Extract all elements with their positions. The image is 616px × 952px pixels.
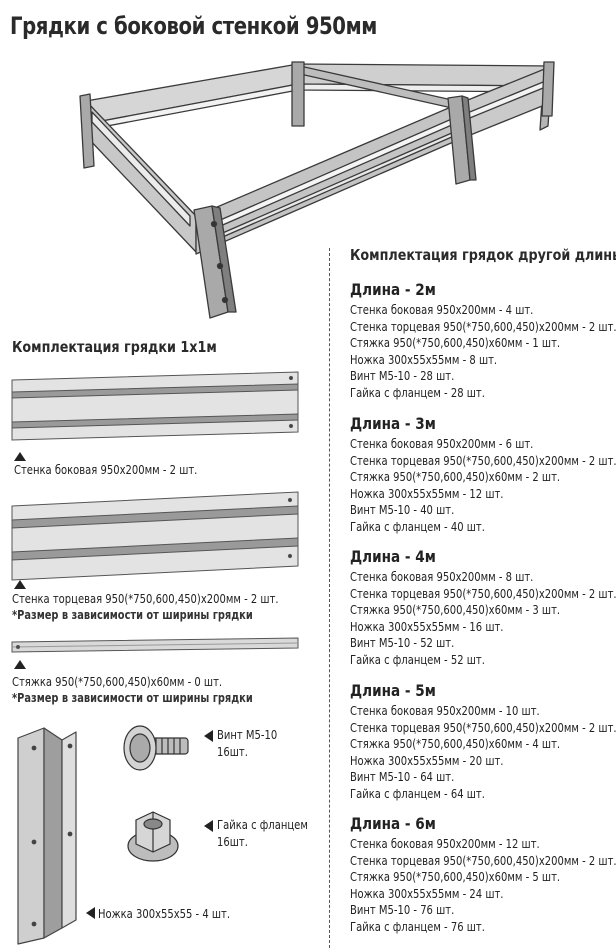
list-item: Гайка с фланцем - 28 шт. xyxy=(350,384,485,400)
length-group-4m: Длина - 4м Стенка боковая 950х200мм - 8 … xyxy=(350,547,616,668)
pointer-arrow-icon xyxy=(14,580,26,589)
nut-name: Гайка с фланцем xyxy=(217,817,308,832)
length-group-2m: Длина - 2м Стенка боковая 950х200мм - 4 … xyxy=(350,280,616,401)
list-item: Винт М5-10 - 40 шт. xyxy=(350,502,455,517)
list-item: Гайка с фланцем - 40 шт. xyxy=(350,518,485,534)
length-title: Длина - 3м xyxy=(350,414,436,433)
end-wall-panel xyxy=(11,491,299,581)
length-group-5m: Длина - 5м Стенка боковая 950х200мм - 10… xyxy=(350,681,616,802)
garden-bed-illustration xyxy=(79,61,555,319)
section-divider xyxy=(329,248,330,948)
list-item: Стенка боковая 950х200мм - 4 шт. xyxy=(350,302,534,317)
end-wall-note: *Размер в зависимости от ширины грядки xyxy=(12,608,253,622)
length-title: Длина - 6м xyxy=(350,814,436,833)
length-title: Длина - 4м xyxy=(350,547,436,566)
list-item: Гайка с фланцем - 64 шт. xyxy=(350,785,485,801)
list-item: Стенка торцевая 950(*750,600,450)х200мм … xyxy=(350,585,616,601)
side-wall-caption: Стенка боковая 950х200мм - 2 шт. xyxy=(14,462,198,477)
list-item: Стенка торцевая 950(*750,600,450)х200мм … xyxy=(350,318,616,334)
list-item: Ножка 300х55х55мм - 24 шт. xyxy=(350,885,504,901)
list-item: Стенка боковая 950х200мм - 12 шт. xyxy=(350,836,540,851)
leg-post xyxy=(17,727,77,945)
list-item: Гайка с фланцем - 76 шт. xyxy=(350,918,485,934)
list-item: Стяжка 950(*750,600,450)х60мм - 3 шт. xyxy=(350,602,561,617)
list-item: Винт М5-10 - 28 шт. xyxy=(350,368,455,383)
kit-heading: Комплектация грядки 1х1м xyxy=(12,338,217,356)
page-title: Грядки с боковой стенкой 950мм xyxy=(10,12,377,40)
list-item: Ножка 300х55х55мм - 12 шт. xyxy=(350,485,504,501)
end-wall-caption: Стенка торцевая 950(*750,600,450)х200мм … xyxy=(12,591,279,606)
length-group-3m: Длина - 3м Стенка боковая 950х200мм - 6 … xyxy=(350,414,616,535)
other-lengths-heading: Комплектация грядок другой длины xyxy=(350,246,616,264)
list-item: Винт М5-10 - 76 шт. xyxy=(350,902,455,917)
leg-caption: Ножка 300х55х55 - 4 шт. xyxy=(98,906,231,921)
list-item: Стенка торцевая 950(*750,600,450)х200мм … xyxy=(350,852,616,868)
list-item: Стенка торцевая 950(*750,600,450)х200мм … xyxy=(350,719,616,735)
nut-qty: 16шт. xyxy=(217,834,248,849)
list-item: Ножка 300х55х55мм - 20 шт. xyxy=(350,752,504,768)
list-item: Гайка с фланцем - 52 шт. xyxy=(350,651,485,667)
tie-bar xyxy=(11,637,299,653)
pointer-arrow-icon xyxy=(204,820,213,832)
list-item: Стенка боковая 950х200мм - 6 шт. xyxy=(350,436,534,451)
screw-name: Винт М5-10 xyxy=(217,727,278,742)
side-wall-panel xyxy=(11,371,299,441)
pointer-arrow-icon xyxy=(86,907,95,919)
pointer-arrow-icon xyxy=(14,452,26,461)
pointer-arrow-icon xyxy=(204,730,213,742)
list-item: Стенка боковая 950х200мм - 8 шт. xyxy=(350,569,534,584)
list-item: Ножка 300х55х55мм - 8 шт. xyxy=(350,351,498,367)
list-item: Винт М5-10 - 64 шт. xyxy=(350,769,455,784)
list-item: Стяжка 950(*750,600,450)х60мм - 5 шт. xyxy=(350,869,561,884)
list-item: Винт М5-10 - 52 шт. xyxy=(350,635,455,650)
list-item: Стенка боковая 950х200мм - 10 шт. xyxy=(350,703,540,718)
nut-icon xyxy=(127,811,179,862)
pointer-arrow-icon xyxy=(14,660,26,669)
list-item: Ножка 300х55х55мм - 16 шт. xyxy=(350,618,504,634)
tie-caption: Стяжка 950(*750,600,450)х60мм - 0 шт. xyxy=(12,674,223,689)
tie-note: *Размер в зависимости от ширины грядки xyxy=(12,691,253,705)
screw-icon xyxy=(123,725,189,771)
screw-qty: 16шт. xyxy=(217,744,248,759)
length-group-6m: Длина - 6м Стенка боковая 950х200мм - 12… xyxy=(350,814,616,935)
list-item: Стяжка 950(*750,600,450)х60мм - 1 шт. xyxy=(350,335,561,350)
list-item: Стяжка 950(*750,600,450)х60мм - 2 шт. xyxy=(350,469,561,484)
list-item: Стяжка 950(*750,600,450)х60мм - 4 шт. xyxy=(350,736,561,751)
length-title: Длина - 5м xyxy=(350,681,436,700)
length-title: Длина - 2м xyxy=(350,280,436,299)
list-item: Стенка торцевая 950(*750,600,450)х200мм … xyxy=(350,452,616,468)
